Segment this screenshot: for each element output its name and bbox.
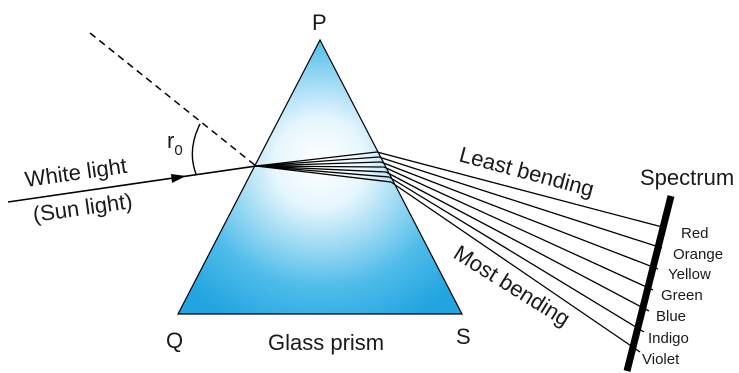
- spectrum-color-label-red: Red: [681, 225, 709, 242]
- spectrum-color-label-green: Green: [661, 287, 703, 304]
- angle-subscript: 0: [174, 142, 182, 159]
- sun-light-label: (Sun light): [31, 188, 134, 227]
- angle-label: r0: [167, 128, 183, 159]
- prism-label: Glass prism: [268, 330, 384, 355]
- most-bending-label: Most bending: [449, 240, 574, 331]
- spectrum-color-label-blue: Blue: [656, 308, 686, 325]
- angle-arc: [192, 124, 200, 174]
- vertex-label-p: P: [312, 10, 327, 35]
- least-bending-label: Least bending: [457, 142, 597, 202]
- spectrum-color-label-yellow: Yellow: [668, 266, 711, 283]
- spectrum-color-label-orange: Orange: [673, 246, 723, 263]
- spectrum-label: Spectrum: [640, 165, 734, 190]
- incident-ray-arrow: [171, 174, 186, 183]
- vertex-label-q: Q: [166, 328, 183, 353]
- spectrum-color-label-violet: Violet: [642, 351, 680, 368]
- spectrum-color-label-indigo: Indigo: [648, 330, 689, 347]
- vertex-label-s: S: [456, 324, 471, 349]
